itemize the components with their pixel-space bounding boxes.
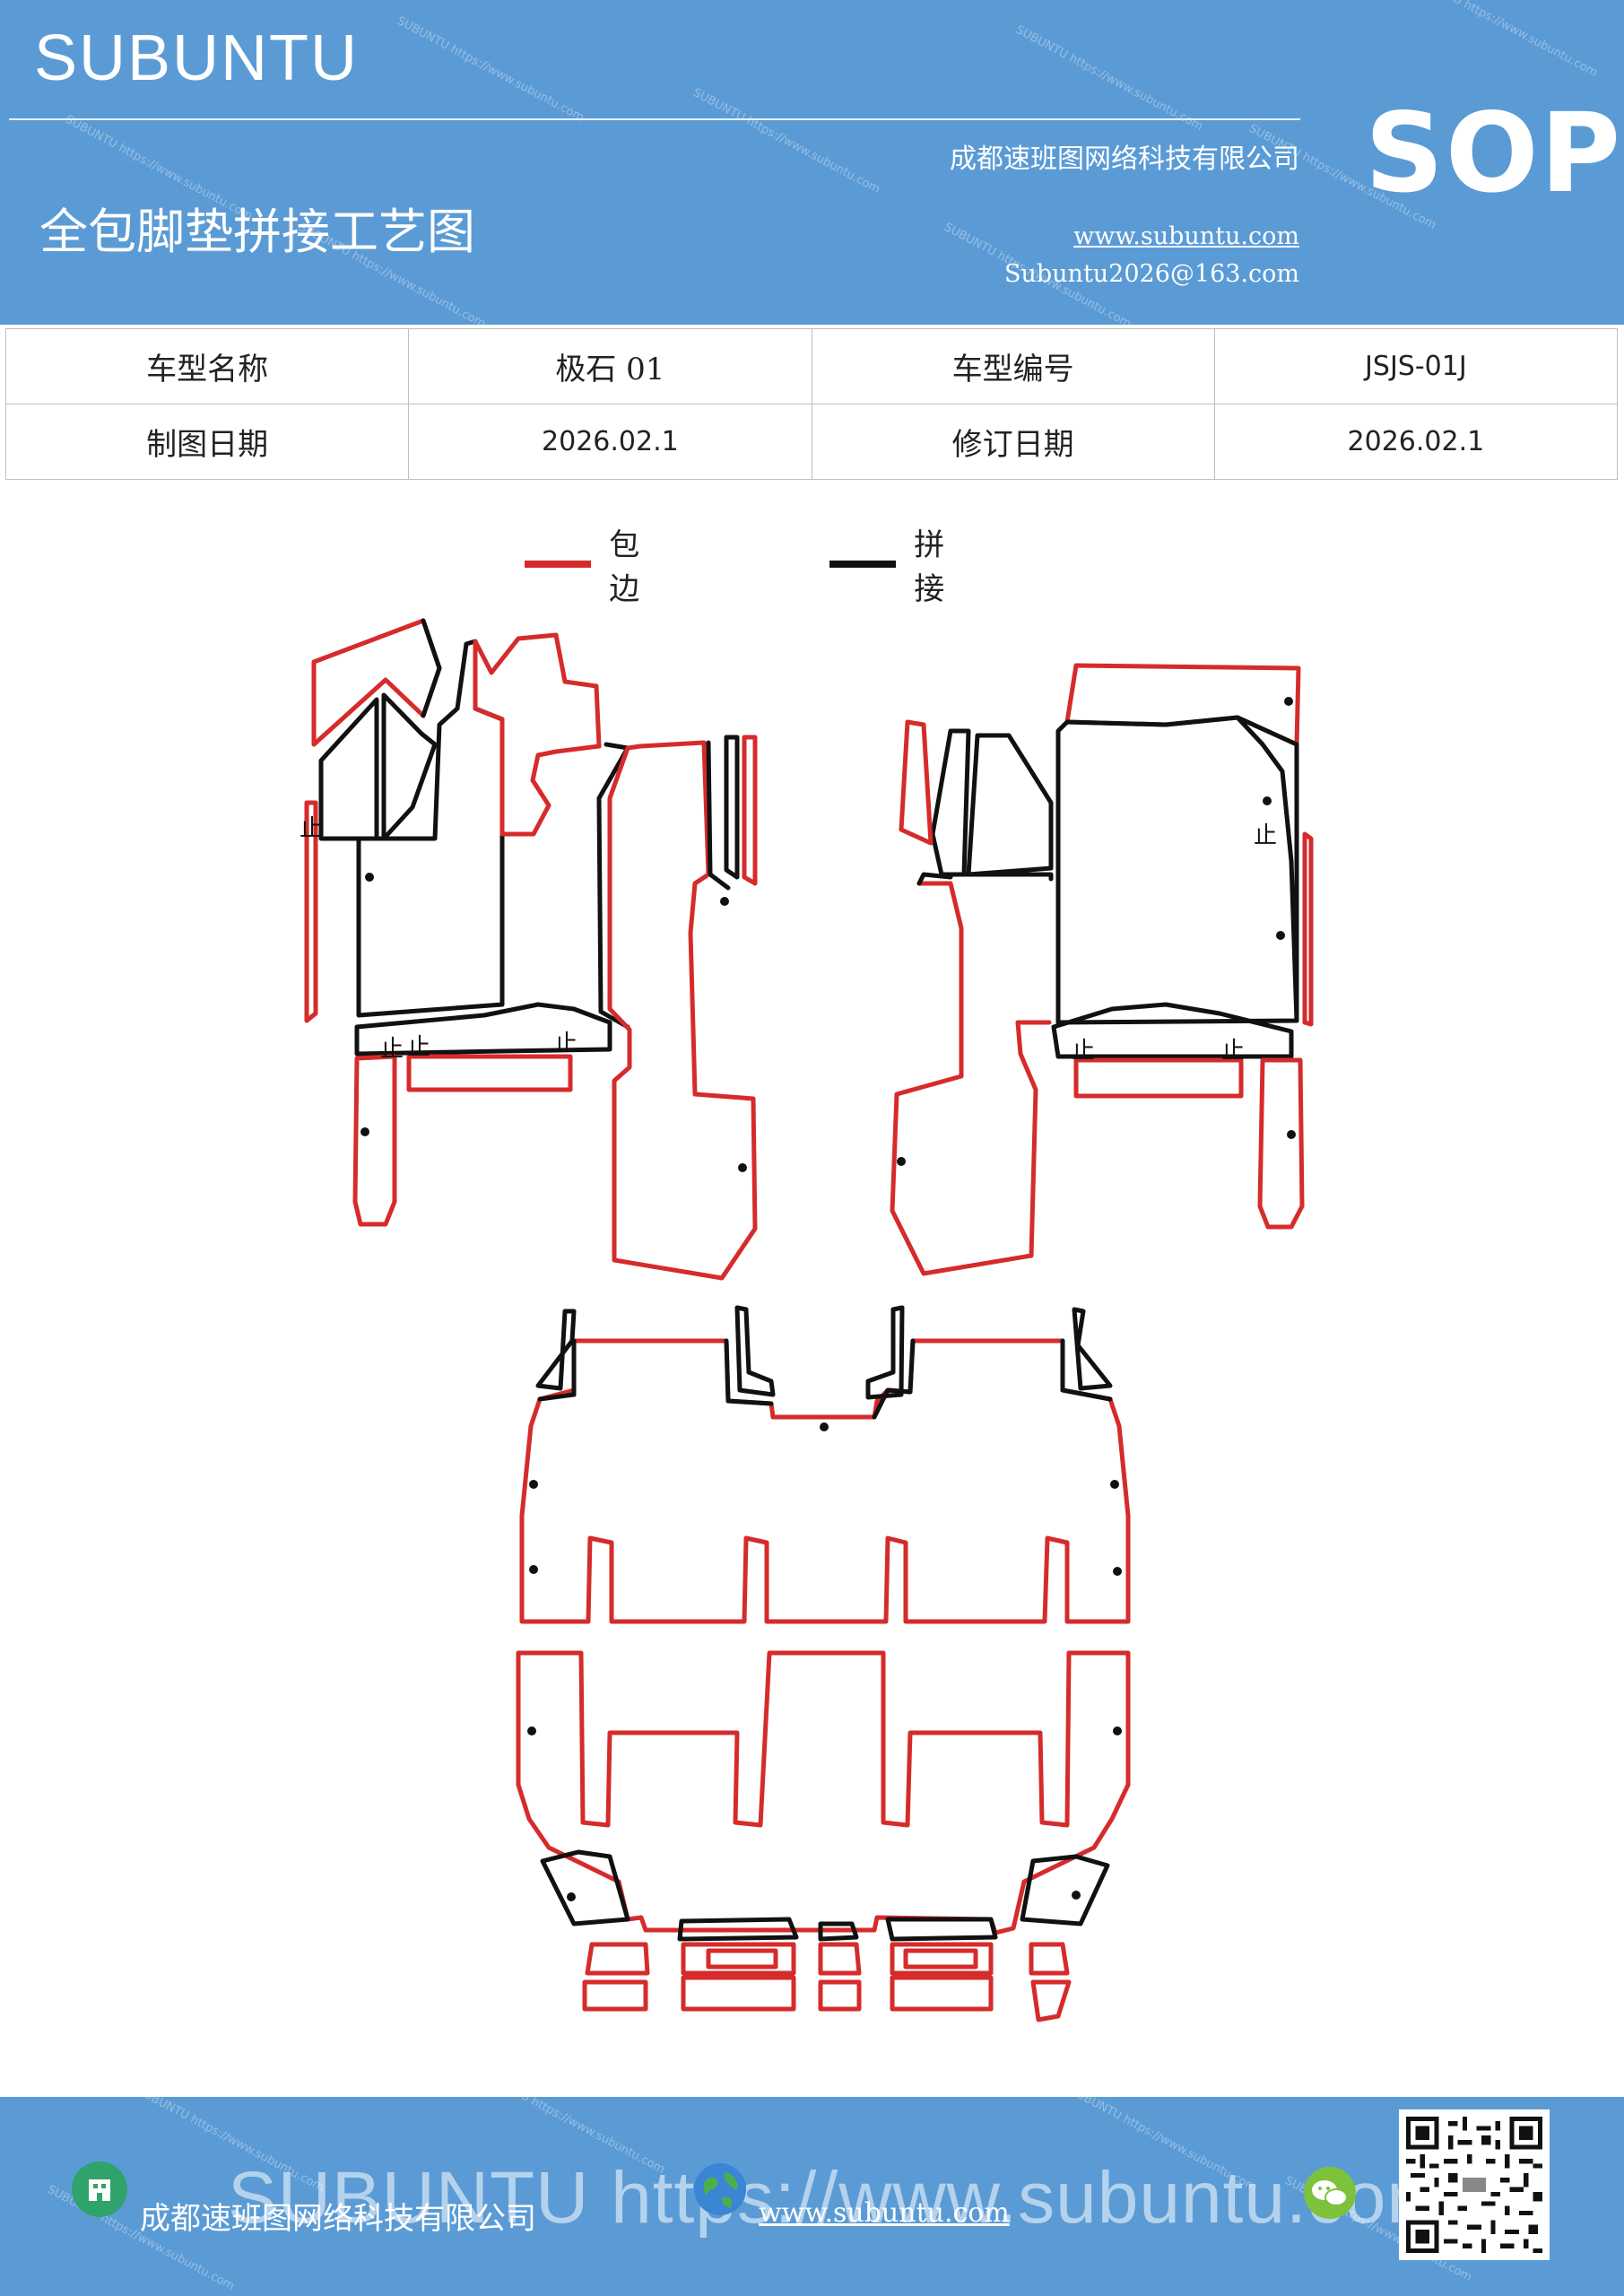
right-front-mat: 止 止 止 (899, 663, 1314, 1230)
company-name: 成都速班图网络科技有限公司 (950, 144, 1299, 175)
legend-edge-label: 包边 (609, 527, 640, 607)
building-icon (72, 2161, 127, 2217)
model-code-value: JSJS-01J (1213, 328, 1619, 404)
contact-email[interactable]: Subuntu2026@163.com (1004, 260, 1299, 288)
stop-mark: 止 (1221, 1038, 1245, 1065)
vehicle-info-table: 车型名称 极石 01 车型编号 JSJS-01J 制图日期 2026.02.1 … (4, 328, 1619, 480)
stop-mark: 止 (380, 1036, 404, 1063)
stop-mark: 止 (407, 1034, 430, 1061)
red-line-swatch (525, 561, 592, 568)
footer-watermark: SUBUNTU https://www.subuntu.com (228, 2157, 1449, 2239)
website-link[interactable]: www.subuntu.com (1073, 222, 1299, 250)
stop-mark: 止 (1254, 822, 1277, 849)
footer-website-link[interactable]: www.subuntu.com (759, 2197, 1010, 2229)
rear-lower-mat (516, 1650, 1131, 1942)
rear-bottom-pieces (582, 1942, 1072, 2022)
legend-splice-label: 拼接 (914, 527, 945, 607)
draw-date-label: 制图日期 (4, 404, 410, 480)
legend-splice: 拼接 (829, 520, 962, 608)
floor-mat-diagram: 止 止 止 止 (0, 592, 1624, 2045)
left-front-mat: 止 止 止 止 (300, 618, 612, 1227)
table-row: 车型名称 极石 01 车型编号 JSJS-01J (4, 328, 1619, 404)
model-name-label: 车型名称 (4, 328, 410, 404)
footer-banner: SUBUNTU https://www.subuntu.com SUBUNTU … (0, 2097, 1624, 2296)
legend-edge: 包边 (525, 520, 657, 608)
header-divider (9, 118, 1300, 120)
model-code-label: 车型编号 (811, 328, 1215, 404)
stop-mark: 止 (1072, 1038, 1095, 1065)
model-name-value: 极石 01 (408, 328, 812, 404)
qr-code (1399, 2109, 1550, 2260)
sop-badge: SOP (1365, 90, 1622, 217)
left-tunnel-mat (596, 735, 758, 1281)
revision-date-value: 2026.02.1 (1213, 404, 1619, 480)
stop-mark: 止 (300, 815, 323, 842)
page-title: 全包脚垫拼接工艺图 (39, 204, 475, 260)
header-banner: SUBUNTU https://www.subuntu.com SUBUNTU … (0, 0, 1624, 325)
stop-mark: 止 (554, 1031, 578, 1057)
table-row: 制图日期 2026.02.1 修订日期 2026.02.1 (4, 404, 1619, 480)
footer-company: 成都速班图网络科技有限公司 (140, 2201, 536, 2237)
right-tunnel-mat (890, 872, 1052, 1276)
revision-date-label: 修订日期 (811, 404, 1215, 480)
wechat-icon (1302, 2165, 1358, 2221)
globe-icon (692, 2161, 748, 2217)
brand-name: SUBUNTU (34, 22, 360, 94)
black-line-swatch (829, 561, 897, 568)
rear-upper-mat (519, 1305, 1131, 1624)
draw-date-value: 2026.02.1 (408, 404, 812, 480)
